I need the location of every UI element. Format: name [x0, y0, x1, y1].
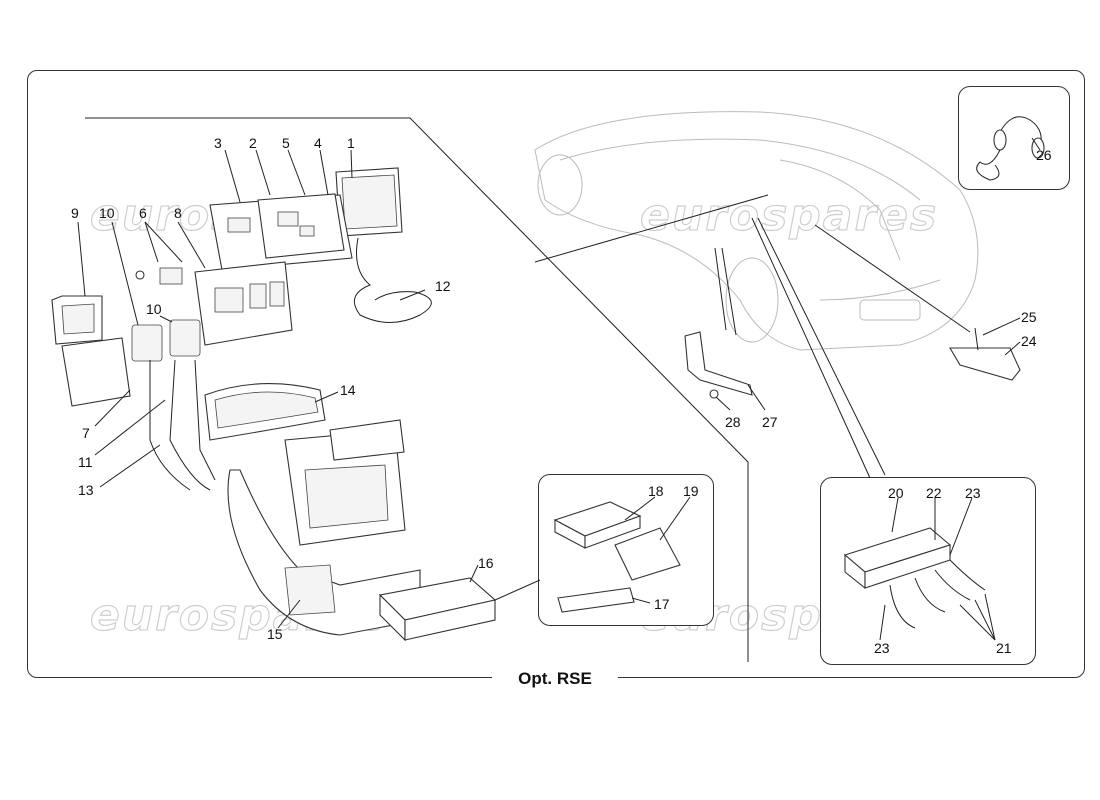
callout-24: 24: [1021, 333, 1037, 349]
callout-10b: 10: [146, 301, 162, 317]
clip: [949, 327, 1021, 381]
car-outline: [534, 111, 979, 351]
callout-4: 4: [314, 135, 322, 151]
dvd-player: [378, 577, 497, 642]
callout-1: 1: [347, 135, 355, 151]
callout-15: 15: [267, 626, 283, 642]
callout-11: 11: [78, 454, 93, 470]
callout-9: 9: [71, 205, 79, 221]
callout-5: 5: [282, 135, 290, 151]
callout-8: 8: [174, 205, 182, 221]
screen-unit: [135, 167, 403, 285]
callout-25: 25: [1021, 309, 1037, 325]
callout-23a: 23: [965, 485, 981, 501]
callout-13: 13: [78, 482, 94, 498]
inset-headphones: [958, 86, 1070, 190]
callout-10a: 10: [99, 205, 115, 221]
callout-22: 22: [926, 485, 942, 501]
callout-2: 2: [249, 135, 257, 151]
callout-21: 21: [996, 640, 1012, 656]
media-kit-parts: [553, 501, 681, 613]
callout-18: 18: [648, 483, 664, 499]
callout-20: 20: [888, 485, 904, 501]
callout-7: 7: [82, 425, 90, 441]
callout-16: 16: [478, 555, 494, 571]
callout-28: 28: [725, 414, 741, 430]
callout-17: 17: [654, 596, 670, 612]
headphones: [976, 116, 1045, 181]
center-console: [204, 383, 421, 636]
callout-3: 3: [214, 135, 222, 151]
callout-6: 6: [139, 205, 147, 221]
diagram-caption: Opt. RSE: [492, 666, 618, 692]
callout-12: 12: [435, 278, 451, 294]
junction-box: [843, 527, 986, 629]
callout-23b: 23: [874, 640, 890, 656]
callout-14: 14: [340, 382, 356, 398]
callout-26: 26: [1036, 147, 1052, 163]
callout-27: 27: [762, 414, 778, 430]
watermark: eurospares: [639, 189, 939, 241]
bracket: [684, 331, 753, 399]
bezel-parts: [51, 261, 293, 407]
callout-19: 19: [683, 483, 699, 499]
